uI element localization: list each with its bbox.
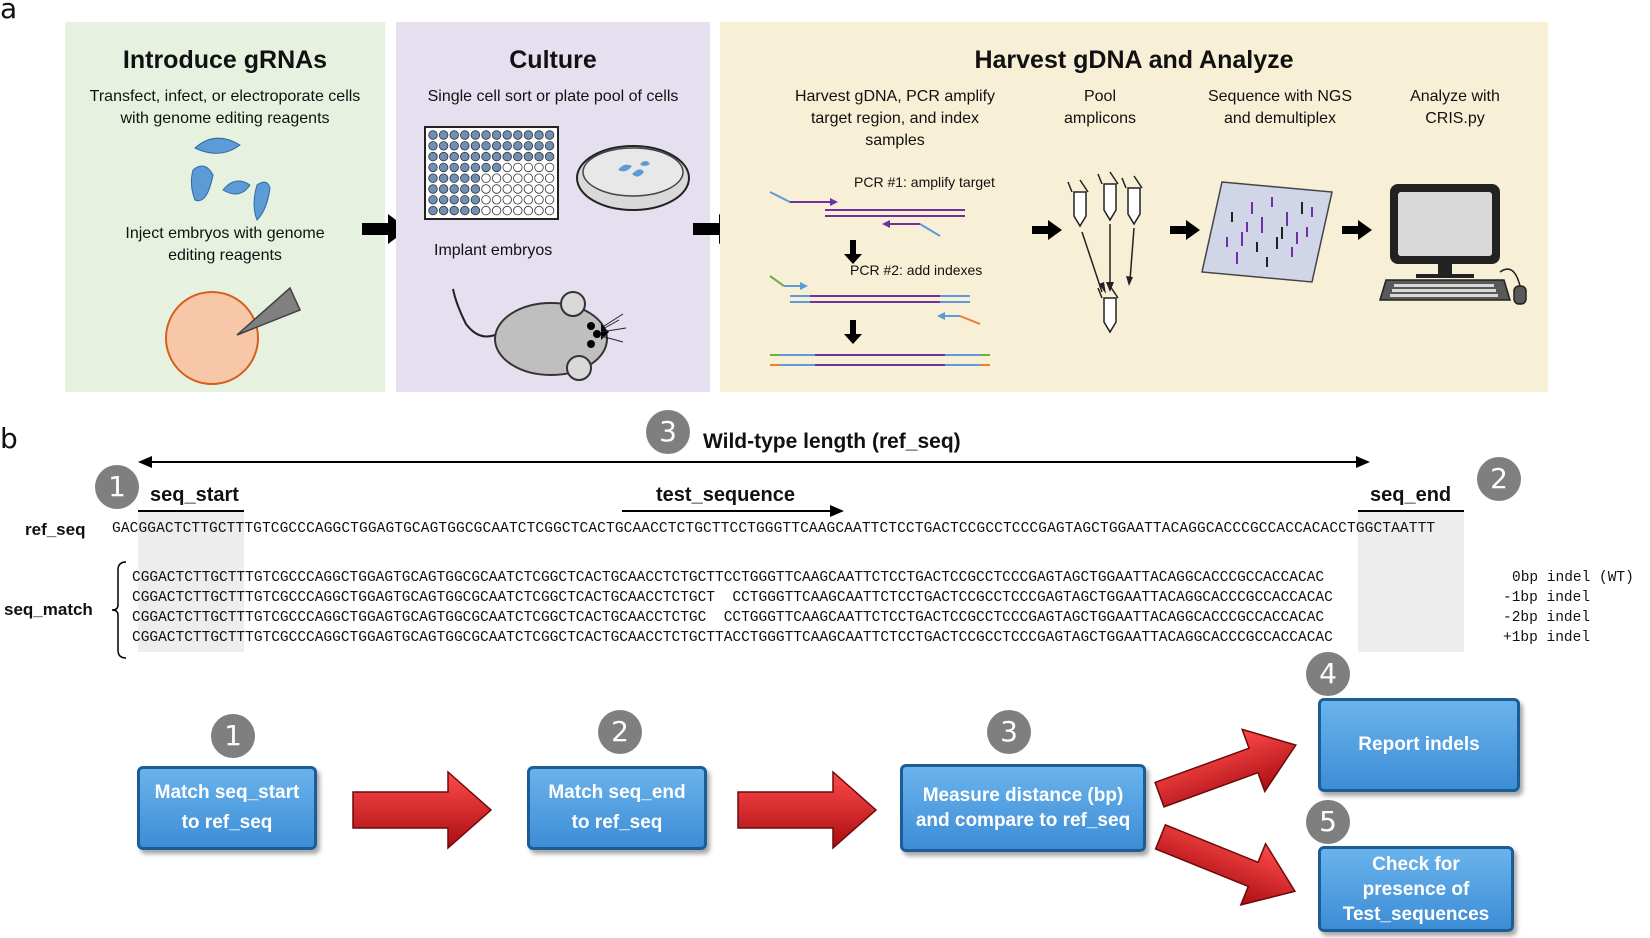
red-arrow-2-3 <box>737 770 878 850</box>
wild-type-length-label: Wild-type length (ref_seq) <box>703 430 961 453</box>
match-row-3: CGGACTCTTGCTTTGTCGCCCAGGCTGGAGTGCAGTGGCG… <box>132 610 1325 626</box>
culture-text-1: Single cell sort or plate pool of cells <box>427 88 679 105</box>
ref-seq: GACGGACTCTTGCTTTGTCGCCCAGGCTGGAGTGCAGTGG… <box>112 521 1436 537</box>
num-circle-3-top: 3 <box>646 410 690 454</box>
introduce-title: Introduce gRNAs <box>122 46 328 74</box>
wild-type-length-arrow <box>138 456 1370 468</box>
red-arrow-1-2 <box>352 770 493 850</box>
grna-shapes-icon <box>190 137 271 221</box>
harvest-col4-text: Analyze with CRIS.py <box>1410 88 1500 127</box>
test-sequence-label: test_sequence <box>656 484 795 506</box>
seq-match-label: seq_match <box>4 600 93 619</box>
harvest-box: Harvest gDNA and Analyze Harvest gDNA, P… <box>720 22 1548 392</box>
match-note-3: -2bp indel <box>1503 610 1591 626</box>
step-2-box: Match seq_end to ref_seq <box>527 766 707 850</box>
test-sequence-arrow <box>622 505 844 517</box>
match-note-1: 0bp indel (WT) <box>1512 570 1634 586</box>
arrow-pool-to-ngs <box>1170 220 1200 240</box>
step-3-box: Measure distance (bp) and compare to ref… <box>900 764 1146 852</box>
step-circle-4: 4 <box>1306 652 1350 696</box>
step-5-box: Check for presence of Test_sequences <box>1318 846 1514 932</box>
culture-title: Culture <box>509 46 597 74</box>
seq-start-underline <box>138 510 244 512</box>
ref-seq-label: ref_seq <box>25 520 86 539</box>
seq-end-highlight <box>1358 512 1464 652</box>
introduce-box: Introduce gRNAs Transfect, infect, or el… <box>65 22 385 392</box>
harvest-col3-text: Sequence with NGS and demultiplex <box>1207 88 1353 127</box>
match-note-4: +1bp indel <box>1503 630 1591 646</box>
red-arrow-3-5 <box>1154 823 1297 907</box>
step-circle-3: 3 <box>987 710 1031 754</box>
panel-a-letter: a <box>0 0 18 25</box>
introduce-text-2: Inject embryos with genome editing reage… <box>125 225 325 264</box>
harvest-col2-text: Pool amplicons <box>1063 88 1137 127</box>
step-4-box: Report indels <box>1318 698 1520 792</box>
seq-start-highlight <box>138 512 244 652</box>
pcr-diagram <box>769 191 990 366</box>
mouse-icon <box>452 288 627 381</box>
well-plate-icon <box>424 126 559 220</box>
introduce-text-1: Transfect, infect, or electroporate cell… <box>89 88 361 127</box>
petri-dish-icon <box>576 145 690 211</box>
match-row-2: CGGACTCTTGCTTTGTCGCCCAGGCTGGAGTGCAGTGGCG… <box>132 590 1333 606</box>
red-arrow-3-4 <box>1154 728 1297 808</box>
match-note-2: -1bp indel <box>1503 590 1591 606</box>
harvest-col1-text: Harvest gDNA, PCR amplify target region,… <box>794 88 996 149</box>
culture-text-2: Implant embryos <box>434 242 553 259</box>
pcr1-label: PCR #1: amplify target <box>854 174 995 190</box>
step-circle-5: 5 <box>1306 800 1350 844</box>
seq-end-underline <box>1358 510 1464 512</box>
seq-start-label: seq_start <box>150 484 239 506</box>
step-circle-2: 2 <box>598 710 642 754</box>
seq-end-label: seq_end <box>1370 484 1452 506</box>
arrow-pcr-to-pool <box>1032 220 1062 240</box>
match-row-4: CGGACTCTTGCTTTGTCGCCCAGGCTGGAGTGCAGTGGCG… <box>132 630 1333 646</box>
embryo-injection-icon <box>165 286 302 385</box>
arrow-ngs-to-analyze <box>1342 220 1372 240</box>
num-circle-2-top: 2 <box>1477 457 1521 501</box>
computer-icon <box>1378 184 1527 305</box>
flow-cell-icon <box>1201 181 1333 283</box>
harvest-title: Harvest gDNA and Analyze <box>974 46 1294 74</box>
culture-box: Culture Single cell sort or plate pool o… <box>396 22 710 392</box>
pcr2-label: PCR #2: add indexes <box>850 262 983 278</box>
seq-match-bracket <box>111 561 127 659</box>
num-circle-1-top: 1 <box>95 465 139 509</box>
step-circle-1: 1 <box>211 714 255 758</box>
panel-b-letter: b <box>0 422 18 455</box>
tubes-icon <box>1067 171 1143 334</box>
match-row-1: CGGACTCTTGCTTTGTCGCCCAGGCTGGAGTGCAGTGGCG… <box>132 570 1325 586</box>
step-1-box: Match seq_start to ref_seq <box>137 766 317 850</box>
